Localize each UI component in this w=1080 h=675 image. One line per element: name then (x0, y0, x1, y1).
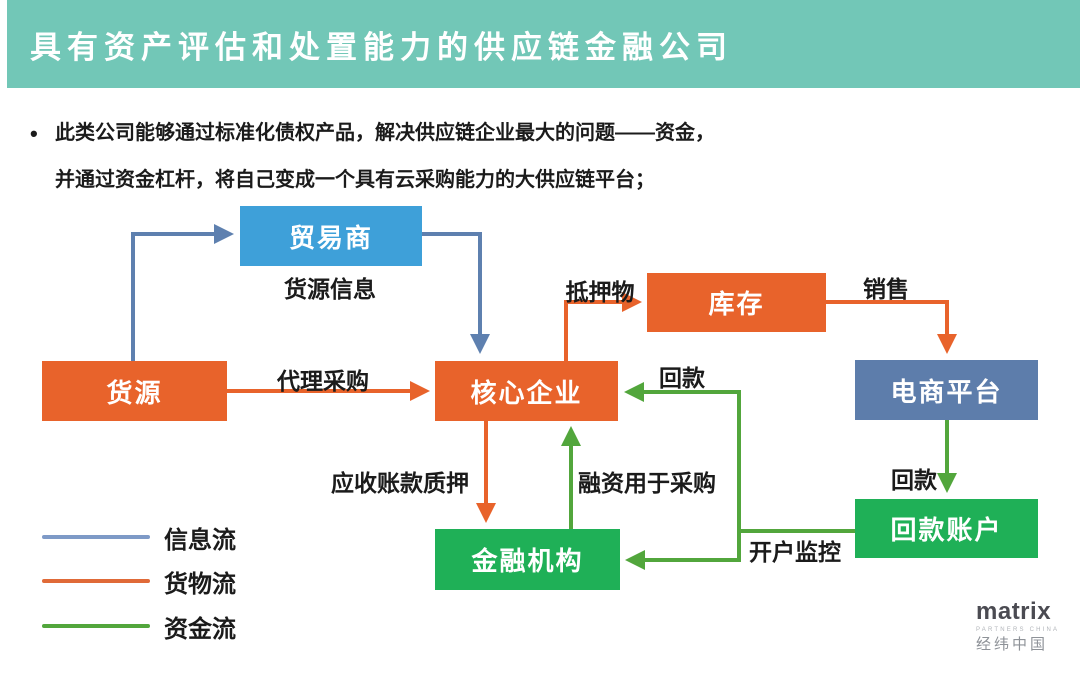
bullet-text-2: 并通过资金杠杆，将自己变成一个具有云采购能力的大供应链平台； (55, 169, 655, 191)
node-supply-source: 货源 (42, 361, 227, 421)
legend-label-info-flow: 信息流 (164, 526, 236, 554)
edge-label-repay-to-account: 回款 (891, 467, 937, 493)
info-flow-trader-to-core-arrow (422, 232, 490, 354)
logo-wordmark: matrix (976, 598, 1052, 625)
bullet-dot: • (30, 121, 38, 146)
edge-label-supply-info: 货源信息 (284, 276, 376, 302)
legend-line-funds-flow (42, 624, 150, 628)
goods-flow-inventory-to-ecommerce-arrow (826, 300, 957, 354)
node-core-enterprise: 核心企业 (435, 361, 618, 421)
edge-label-financing-purchase: 融资用于采购 (578, 470, 716, 496)
header-banner: 具有资产评估和处置能力的供应链金融公司 (7, 0, 1080, 88)
edge-label-collateral: 抵押物 (565, 279, 635, 305)
node-financial-institution: 金融机构 (435, 529, 620, 590)
bullet-line-1: • 此类公司能够通过标准化债权产品，解决供应链企业最大的问题——资金， (30, 110, 1040, 157)
legend-label-funds-flow: 资金流 (164, 615, 236, 643)
info-flow-supply-to-trader-arrow (131, 224, 234, 361)
legend-item-info-flow: 信息流 (42, 523, 236, 554)
legend-line-goods-flow (42, 579, 150, 583)
legend-item-funds-flow: 资金流 (42, 612, 236, 643)
node-repayment-account: 回款账户 (855, 499, 1038, 558)
funds-flow-repay-to-core-arrow (624, 382, 741, 533)
edge-label-repay-to-core: 回款 (659, 365, 705, 391)
logo-chinese-name: 经纬中国 (976, 636, 1049, 653)
edge-label-account-monitor: 开户监控 (749, 539, 841, 565)
bullet-text-1: 此类公司能够通过标准化债权产品，解决供应链企业最大的问题——资金， (55, 122, 715, 144)
bullet-paragraph: • 此类公司能够通过标准化债权产品，解决供应链企业最大的问题——资金， 并通过资… (30, 110, 1040, 204)
goods-flow-core-to-inventory-arrow (564, 292, 642, 361)
node-inventory: 库存 (647, 273, 826, 332)
page-title: 具有资产评估和处置能力的供应链金融公司 (30, 29, 733, 65)
node-ecommerce-platform: 电商平台 (855, 360, 1038, 420)
edge-label-receivable-pledge: 应收账款质押 (331, 470, 469, 496)
matrix-partners-logo: matrix PARTNERS CHINA 经纬中国 (976, 598, 1066, 653)
legend-label-goods-flow: 货物流 (164, 570, 236, 598)
legend-line-info-flow (42, 535, 150, 539)
edge-label-sales: 销售 (863, 276, 909, 302)
node-trader: 贸易商 (240, 206, 422, 266)
legend-item-goods-flow: 货物流 (42, 567, 236, 598)
funds-flow-repay-to-finance-arrow (625, 529, 741, 570)
logo-subtitle: PARTNERS CHINA (976, 627, 1060, 633)
edge-label-agency-purchase: 代理采购 (277, 368, 369, 394)
